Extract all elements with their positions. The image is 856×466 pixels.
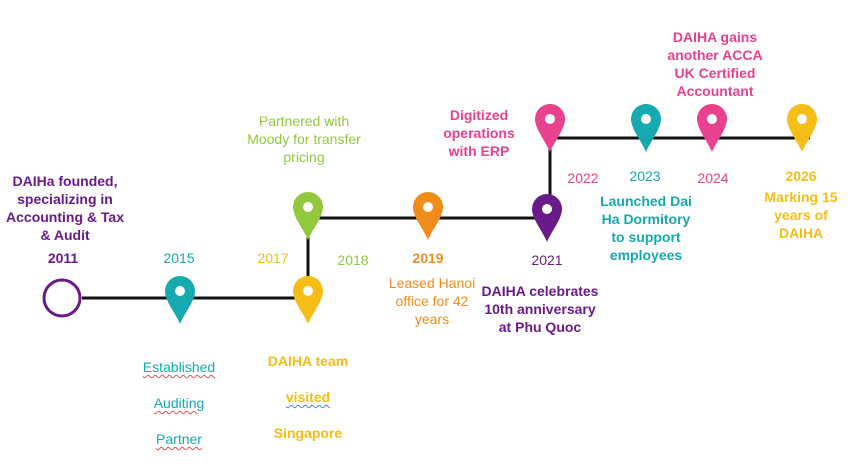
milestone-2011-text: DAIHa founded, specializing in Accountin…	[6, 173, 124, 243]
map-pin-icon	[413, 192, 443, 240]
map-pin-dot	[542, 204, 552, 214]
milestone-2015-text: Established Auditing Partner	[124, 340, 234, 466]
milestone-2019-year: 2019	[412, 250, 444, 266]
milestone-2026-year: 2026	[785, 168, 817, 184]
milestone-2018-year: 2018	[337, 252, 369, 268]
map-pin-icon	[293, 192, 323, 240]
milestone-2017-line-3: Singapore	[273, 425, 343, 441]
timeline-graphic	[42, 104, 817, 324]
milestone-2024-year: 2024	[697, 170, 729, 186]
milestone-2015-line-3: Partner	[156, 431, 202, 447]
milestone-2015-line-1: Established	[142, 359, 216, 375]
map-pin-icon	[165, 276, 195, 324]
milestone-2011-year: 2011	[47, 250, 79, 266]
milestone-2017-text: DAIHA team visited Singapore	[248, 334, 368, 460]
milestone-2019-text: Leased Hanoi office for 42 years	[388, 275, 476, 327]
milestone-2021-text: DAIHA celebrates 10th anniversary at Phu…	[481, 283, 599, 335]
milestone-2026-text: Marking 15 years of DAIHA	[764, 189, 838, 241]
milestone-2023-text: Launched Dai Ha Dormitory to support emp…	[600, 193, 692, 263]
map-pin-icon	[532, 194, 562, 242]
milestone-2017-line-2: visited	[285, 389, 331, 405]
milestone-2022-year: 2022	[567, 170, 599, 186]
milestone-2018-text: Partnered with Moody for transfer pricin…	[247, 113, 361, 165]
circle-icon	[42, 278, 82, 318]
milestone-2023-year: 2023	[629, 168, 661, 184]
map-pin-dot	[797, 114, 807, 124]
map-pin-dot	[423, 202, 433, 212]
map-pin-icon	[293, 276, 323, 324]
map-pin-dot	[175, 286, 185, 296]
map-pin-icon	[787, 104, 817, 152]
map-pin-icon	[697, 104, 727, 152]
milestone-2017-year: 2017	[257, 250, 289, 266]
map-pin-icon	[535, 104, 565, 152]
map-pin-dot	[545, 114, 555, 124]
map-pin-dot	[303, 286, 313, 296]
map-pin-icon	[631, 104, 661, 152]
map-pin-dot	[303, 202, 313, 212]
map-pin-dot	[641, 114, 651, 124]
milestone-2021-year: 2021	[531, 252, 563, 268]
milestone-2015-line-2: Auditing	[153, 395, 205, 411]
milestone-2022-text: Digitized operations with ERP	[443, 107, 515, 159]
milestone-2024-text: DAIHA gains another ACCA UK Certified Ac…	[667, 29, 763, 99]
milestone-2015-year: 2015	[163, 250, 195, 266]
milestone-2017-line-1: DAIHA team	[267, 353, 349, 369]
timeline-markers	[42, 104, 817, 324]
map-pin-dot	[707, 114, 717, 124]
